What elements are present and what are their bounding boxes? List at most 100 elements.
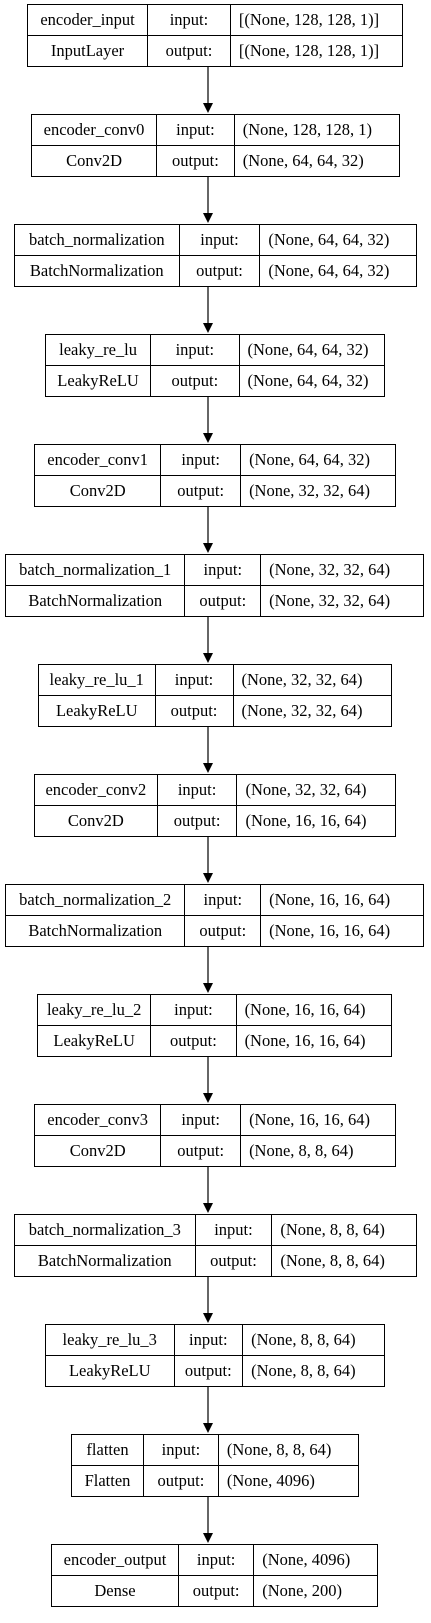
layer-class: LeakyReLU — [39, 695, 155, 726]
edge-arrowhead — [203, 1313, 213, 1323]
layer-class: BatchNormalization — [6, 915, 185, 946]
input-shape: (None, 64, 64, 32) — [268, 229, 390, 249]
edge-arrowhead — [203, 433, 213, 443]
input-shape: (None, 64, 64, 32) — [249, 449, 371, 469]
layer-name: encoder_output — [63, 1549, 167, 1569]
input-label: input: — [189, 1329, 228, 1349]
output-shape: (None, 4096) — [218, 1465, 358, 1496]
edge-arrowhead — [203, 763, 213, 773]
layer-class: LeakyReLU — [38, 1025, 151, 1056]
layer-class: Conv2D — [35, 475, 161, 506]
edge-arrowhead — [203, 653, 213, 663]
input-shape: (None, 64, 64, 32) — [247, 339, 369, 359]
layer-class: Conv2D — [32, 145, 157, 176]
layer-name: batch_normalization — [28, 229, 165, 249]
output-label: output: — [157, 805, 237, 836]
layer-name: leaky_re_lu_1 — [49, 669, 144, 689]
input-shape: [(None, 128, 128, 1)] — [238, 9, 380, 29]
input-shape: (None, 32, 32, 64) — [269, 559, 391, 579]
output-shape: (None, 16, 16, 64) — [261, 915, 423, 946]
input-shape: (None, 32, 32, 64) — [245, 779, 367, 799]
input-label: input: — [169, 9, 209, 29]
input-label: input: — [174, 999, 213, 1019]
layer-class: LeakyReLU — [46, 1355, 174, 1386]
layer-name: encoder_conv1 — [47, 449, 149, 469]
edge-arrowhead — [203, 1203, 213, 1213]
input-label: input: — [161, 1439, 201, 1459]
input-label: input: — [175, 339, 215, 359]
output-shape: (None, 64, 64, 32) — [260, 255, 416, 286]
layer-class: Conv2D — [35, 805, 157, 836]
output-label: output: — [151, 365, 239, 396]
output-shape: (None, 8, 8, 64) — [243, 1355, 384, 1386]
output-label: output: — [195, 1245, 272, 1276]
edge-arrowhead — [203, 213, 213, 223]
edge-arrowhead — [203, 873, 213, 883]
output-shape: (None, 64, 64, 32) — [239, 365, 384, 396]
layer-name: flatten — [86, 1439, 129, 1459]
output-label: output: — [174, 1355, 243, 1386]
output-shape: (None, 32, 32, 64) — [261, 585, 423, 616]
edge-arrowhead — [203, 1533, 213, 1543]
edge-arrowhead — [203, 543, 213, 553]
input-shape: (None, 8, 8, 64) — [251, 1329, 356, 1349]
layer-class: Flatten — [72, 1465, 143, 1496]
input-label: input: — [203, 559, 243, 579]
output-shape: (None, 8, 8, 64) — [272, 1245, 416, 1276]
output-label: output: — [144, 1465, 218, 1496]
input-label: input: — [196, 1549, 236, 1569]
output-label: output: — [179, 255, 260, 286]
input-shape: (None, 16, 16, 64) — [249, 1109, 371, 1129]
output-label: output: — [148, 35, 230, 66]
output-label: output: — [157, 145, 234, 176]
layer-name: leaky_re_lu — [59, 339, 138, 359]
input-label: input: — [214, 1219, 253, 1239]
output-shape: (None, 64, 64, 32) — [234, 145, 399, 176]
layer-name: encoder_conv0 — [43, 119, 145, 139]
output-shape: (None, 32, 32, 64) — [241, 475, 395, 506]
layer-class: BatchNormalization — [6, 585, 185, 616]
output-shape: [(None, 128, 128, 1)] — [230, 35, 402, 66]
input-shape: (None, 32, 32, 64) — [241, 669, 363, 689]
edge-arrowhead — [203, 103, 213, 113]
input-shape: (None, 128, 128, 1) — [242, 119, 372, 139]
layer-name: leaky_re_lu_3 — [62, 1329, 157, 1349]
edge-arrowhead — [203, 983, 213, 993]
input-label: input: — [177, 779, 217, 799]
input-shape: (None, 16, 16, 64) — [269, 889, 391, 909]
layer-class: Dense — [52, 1575, 178, 1606]
output-shape: (None, 16, 16, 64) — [237, 805, 395, 836]
output-label: output: — [178, 1575, 254, 1606]
input-label: input: — [200, 229, 239, 249]
input-shape: (None, 8, 8, 64) — [226, 1439, 332, 1459]
input-label: input: — [181, 449, 220, 469]
layer-name: batch_normalization_2 — [19, 889, 172, 909]
output-label: output: — [185, 585, 261, 616]
input-shape: (None, 8, 8, 64) — [280, 1219, 385, 1239]
layer-name: encoder_conv3 — [47, 1109, 149, 1129]
layer-class: BatchNormalization — [15, 1245, 195, 1276]
input-label: input: — [203, 889, 243, 909]
input-shape: (None, 16, 16, 64) — [244, 999, 366, 1019]
layer-class: Conv2D — [35, 1135, 161, 1166]
layer-name: batch_normalization_1 — [19, 559, 172, 579]
output-label: output: — [161, 475, 241, 506]
output-label: output: — [151, 1025, 236, 1056]
input-label: input: — [174, 669, 214, 689]
output-shape: (None, 32, 32, 64) — [233, 695, 391, 726]
output-label: output: — [185, 915, 261, 946]
